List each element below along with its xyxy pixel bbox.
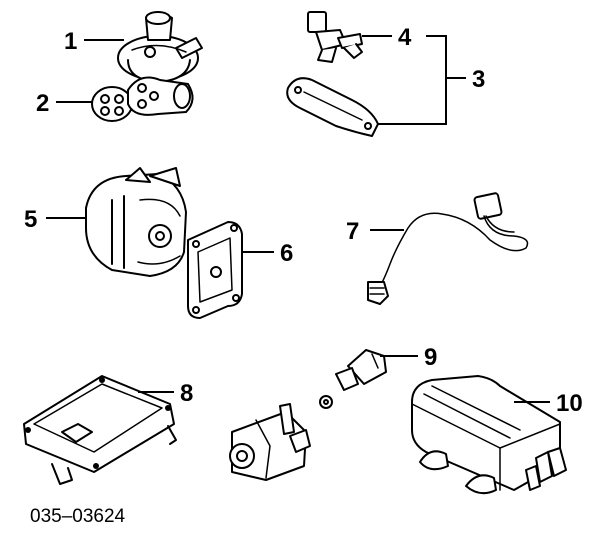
diagram-code: 035–03624 (30, 506, 126, 527)
callout-9: 9 (424, 344, 437, 371)
callout-1: 1 (64, 28, 77, 55)
callout-2: 2 (36, 90, 49, 117)
part-10-charcoal-canister (411, 375, 567, 495)
part-1-egr-valve (117, 11, 203, 83)
leader-lines (46, 35, 550, 403)
callout-6: 6 (280, 240, 293, 267)
callout-7: 7 (346, 218, 359, 245)
callout-4: 4 (398, 24, 412, 51)
part-3-bracket (286, 77, 379, 137)
callout-3: 3 (472, 66, 485, 93)
part-8-control-module (23, 375, 177, 485)
part-7-oxygen-sensor (367, 192, 529, 305)
part-4-vacuum-valve (307, 11, 363, 63)
part-2-egr-solenoid (91, 76, 194, 122)
callout-10: 10 (556, 390, 583, 417)
leader-3-bracket (378, 35, 447, 125)
part-5-throttle-body (85, 167, 187, 277)
part-9-temp-sensor (229, 349, 387, 481)
part-6-gasket (187, 221, 243, 319)
callout-labels: 1 2 3 4 5 6 7 8 9 10 (24, 24, 583, 417)
callout-5: 5 (24, 206, 37, 233)
callout-8: 8 (180, 380, 193, 407)
